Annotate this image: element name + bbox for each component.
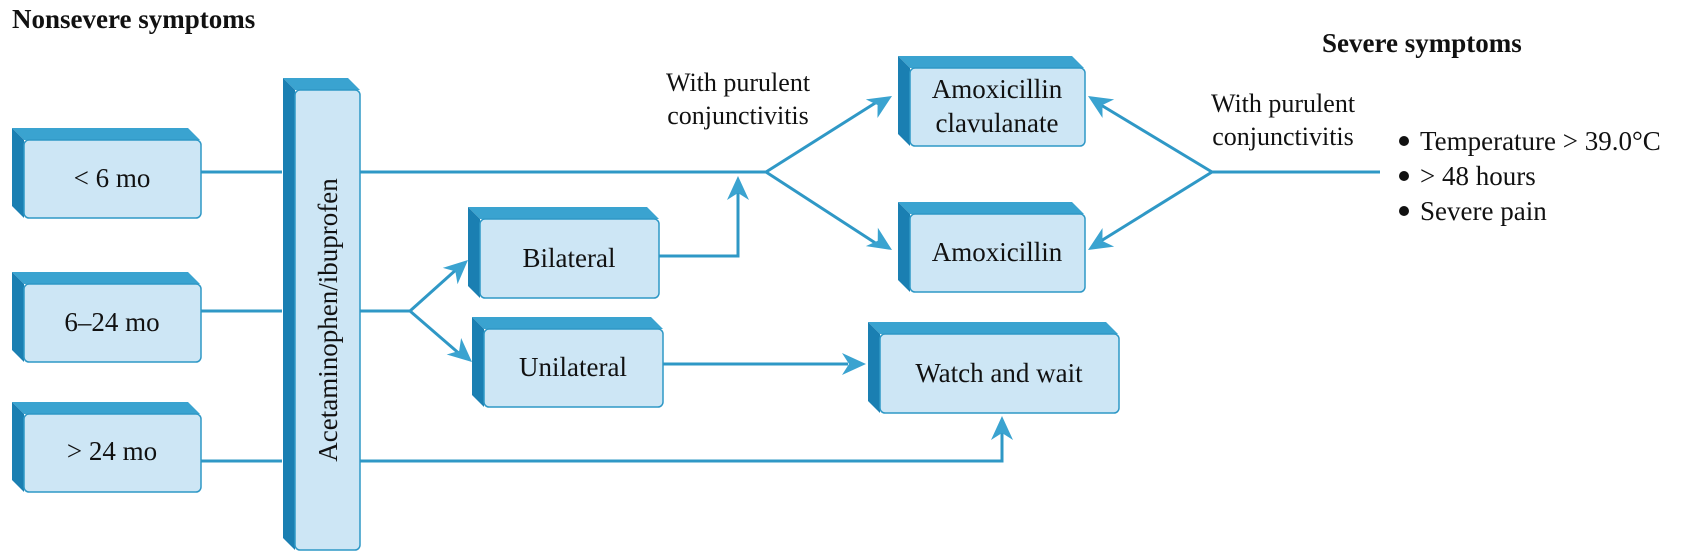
arrowhead-bilateral-up <box>727 176 749 200</box>
box-amox-clav: Amoxicillin clavulanate <box>898 56 1086 147</box>
box-gt24: > 24 mo <box>12 402 202 493</box>
arrowhead-unilateral <box>446 337 472 362</box>
right-purulent-line2: conjunctivitis <box>1212 122 1354 151</box>
arrowhead-amoxicillin <box>865 227 892 250</box>
left-purulent-line1: With purulent <box>666 68 811 97</box>
box-acetaminophen: Acetaminophen/ibuprofen <box>283 78 361 551</box>
amox-clav-label-line1: Amoxicillin <box>932 74 1063 104</box>
right-purulent-line1: With purulent <box>1211 89 1356 118</box>
connector-bilateral-up <box>658 184 740 258</box>
box-gt24-label: > 24 mo <box>67 436 157 466</box>
left-purulent-line2: conjunctivitis <box>667 101 809 130</box>
criteria-temperature: Temperature > 39.0°C <box>1420 126 1661 156</box>
criteria-pain: Severe pain <box>1420 196 1547 226</box>
arrowhead-severe-amox-clav <box>1088 96 1115 119</box>
arrowhead-watch-up <box>991 416 1013 440</box>
unilateral-label: Unilateral <box>519 352 627 382</box>
criteria-duration: > 48 hours <box>1420 161 1536 191</box>
bullet-icon <box>1399 136 1409 146</box>
box-watch-and-wait: Watch and wait <box>868 322 1120 414</box>
severe-title: Severe symptoms <box>1322 28 1522 58</box>
amox-clav-label-line2: clavulanate <box>936 108 1059 138</box>
connectors <box>201 98 1380 463</box>
arrowhead-severe-amoxicillin <box>1088 227 1115 250</box>
connector-to-bilateral <box>408 266 460 313</box>
box-6-24: 6–24 mo <box>12 272 202 363</box>
connector-bottom <box>360 426 1004 463</box>
connector-severe-to-amox-clav <box>1095 100 1213 174</box>
arrowhead-bilateral <box>442 260 468 285</box>
connector-to-amox-clav <box>765 98 881 174</box>
box-bilateral: Bilateral <box>468 207 660 299</box>
bullet-icon <box>1399 171 1409 181</box>
connector-to-amoxicillin <box>765 170 881 248</box>
acetaminophen-label: Acetaminophen/ibuprofen <box>313 178 343 462</box>
arrowhead-amox-clav <box>865 96 892 119</box>
box-lt6-label: < 6 mo <box>74 163 151 193</box>
box-lt6: < 6 mo <box>12 128 202 219</box>
connector-to-unilateral <box>409 309 463 358</box>
box-6-24-label: 6–24 mo <box>64 307 159 337</box>
arrowheads <box>442 96 1115 440</box>
box-amoxicillin: Amoxicillin <box>898 202 1086 293</box>
severe-criteria-list: Temperature > 39.0°C > 48 hours Severe p… <box>1399 126 1661 226</box>
bilateral-label: Bilateral <box>523 243 616 273</box>
connector-severe-to-amoxicillin <box>1095 170 1213 246</box>
amoxicillin-label: Amoxicillin <box>932 237 1063 267</box>
watch-and-wait-label: Watch and wait <box>915 358 1083 388</box>
arrowhead-watch-right <box>842 353 866 375</box>
box-unilateral: Unilateral <box>472 317 664 408</box>
bullet-icon <box>1399 206 1409 216</box>
nonsevere-title: Nonsevere symptoms <box>12 4 255 34</box>
